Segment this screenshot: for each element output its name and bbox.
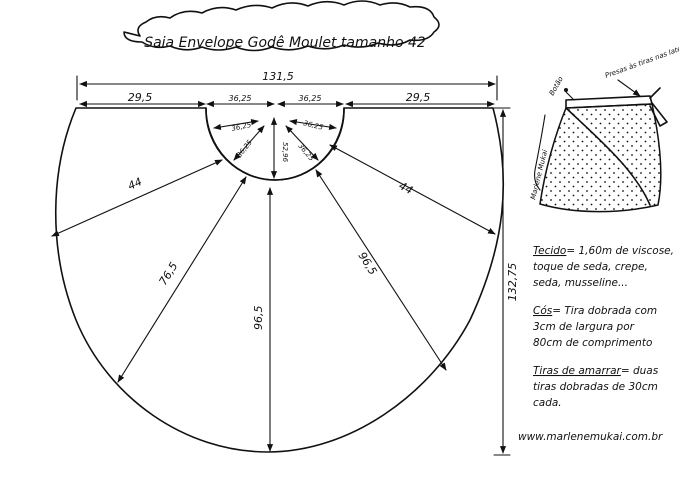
- radial-left-lower-label: 76,5: [157, 260, 181, 288]
- total-width-label: 131,5: [262, 70, 294, 83]
- waistband-line-3: 80cm de comprimento: [533, 337, 652, 349]
- inner-right-label: 36,25: [303, 119, 325, 132]
- waistband-line-1: = Tira dobrada com: [552, 305, 657, 317]
- waistband-line-2: 3cm de largura por: [533, 321, 635, 333]
- center-short-label: 52,96: [281, 142, 289, 163]
- radial-left-upper-label: 44: [126, 175, 144, 193]
- center-long-label: 96,5: [252, 306, 265, 331]
- svg-text:Tiras de amarrar= duas: Tiras de amarrar= duas: [533, 365, 659, 377]
- radial-left-lower-line: [117, 176, 247, 383]
- fabric-line-1: = 1,60m de viscose,: [566, 245, 674, 257]
- inner-right-line: [289, 118, 337, 131]
- ties-line-2: tiras dobradas de 30cm: [533, 381, 658, 393]
- inner-center-left-label: 36,25: [235, 138, 254, 159]
- radial-right-lower-line: [315, 169, 447, 371]
- fabric-line-3: seda, musseline...: [533, 277, 628, 289]
- ties-label: Presas às tiras nas laterais: [604, 40, 679, 80]
- height-label: 132,75: [506, 263, 519, 302]
- ties-line-1: = duas: [621, 365, 659, 377]
- ties-line-3: cada.: [533, 397, 562, 409]
- waist-left-label: 36,25: [229, 94, 252, 103]
- notes: Tecido= 1,60m de viscose, toque de seda,…: [533, 245, 674, 409]
- waist-right-label: 36,25: [299, 94, 322, 103]
- inner-left-label: 36,25: [231, 121, 253, 133]
- page-title: Saia Envelope Godê Moulet tamanho 42: [144, 35, 426, 51]
- website-link[interactable]: www.marlenemukai.com.br: [518, 431, 663, 443]
- button-label: Botão: [548, 75, 565, 97]
- skirt-outer-hem: [54, 107, 505, 453]
- radial-left-upper-line: [51, 159, 223, 237]
- inner-center-right-label: 36,25: [296, 142, 315, 163]
- right-side-label: 29,5: [406, 91, 431, 104]
- inner-left-line: [213, 119, 259, 130]
- svg-text:Cós= Tira dobrada com: Cós= Tira dobrada com: [533, 305, 657, 317]
- skirt-illustration: Marlene Mukai Botão Presas às tiras nas …: [529, 40, 679, 213]
- waistband-label: Cós: [533, 305, 553, 317]
- left-side-label: 29,5: [128, 91, 153, 104]
- svg-text:Tecido= 1,60m de viscose,: Tecido= 1,60m de viscose,: [533, 245, 674, 257]
- ties-note-label: Tiras de amarrar: [533, 365, 622, 377]
- radial-right-lower-label: 96,5: [355, 250, 379, 278]
- inner-center-right-line: [285, 125, 319, 161]
- fabric-line-2: toque de seda, crepe,: [533, 261, 648, 273]
- inner-center-left-line: [233, 125, 265, 161]
- fabric-label: Tecido: [533, 245, 566, 257]
- title-cloud: [123, 0, 440, 52]
- waist-curve: [205, 107, 345, 181]
